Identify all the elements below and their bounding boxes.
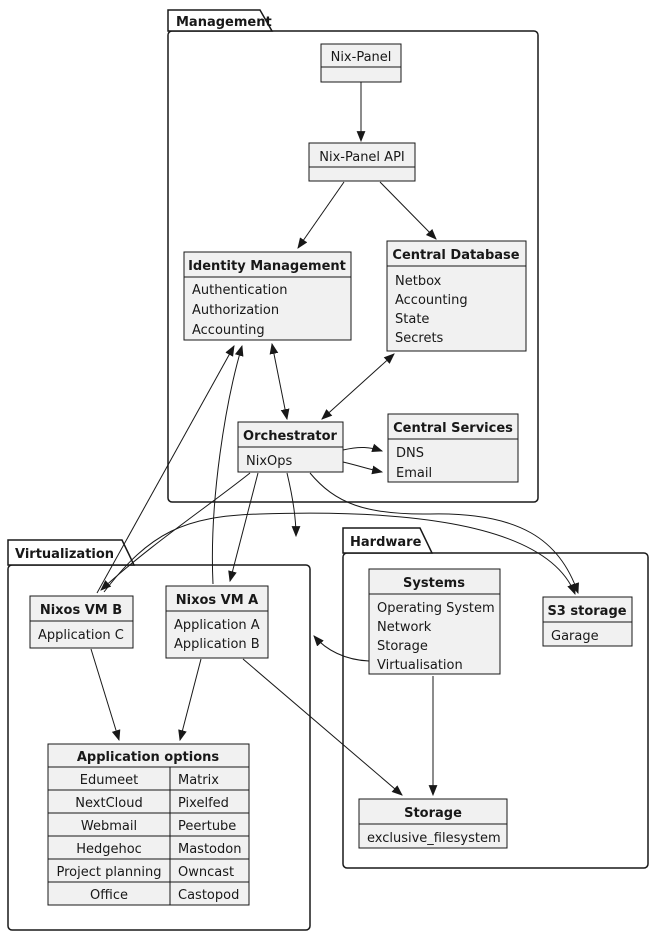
central-services-title: Central Services [393, 421, 513, 436]
nix-panel-api-box [308, 142, 416, 182]
nixos-vm-a-title: Nixos VM A [176, 593, 259, 608]
nix-panel-box [320, 43, 402, 83]
orchestrator-title: Orchestrator [243, 429, 338, 444]
node-central-services: Central Services DNS Email [387, 413, 519, 483]
central-database-field: State [395, 312, 429, 327]
application-options-cell: Owncast [178, 865, 234, 880]
nixos-vm-b-title: Nixos VM B [40, 603, 122, 618]
edge-orchestrator-to-s3storage [309, 472, 579, 595]
edge-orchestrator-to-virtualization [286, 472, 301, 538]
application-options-cell: Office [90, 888, 128, 903]
central-services-box [387, 413, 519, 483]
node-identity-management: Identity Management Authentication Autho… [183, 251, 352, 341]
edge-nixosvmb-to-identitymanagement [96, 345, 235, 594]
edge-nixosvma-to-identitymanagement [211, 344, 244, 585]
central-database-field: Netbox [395, 274, 442, 289]
node-storage: Storage exclusive_filesystem [358, 798, 508, 849]
identity-management-box [183, 251, 352, 341]
central-services-field: Email [396, 466, 432, 481]
application-options-cell: Webmail [81, 819, 137, 834]
application-options-cell: Mastodon [178, 842, 241, 857]
node-systems: Systems Operating System Network Storage… [368, 568, 501, 675]
edge-orchestrator-to-dns [342, 443, 384, 453]
systems-field: Virtualisation [377, 658, 463, 673]
edge-identitymanagement-orchestrator-bidirectional [269, 342, 290, 421]
node-nixos-vm-b: Nixos VM B Application C [29, 595, 134, 649]
application-options-cell: Castopod [178, 888, 239, 903]
application-options-cell: Peertube [178, 819, 236, 834]
nixos-vm-a-box [165, 585, 269, 659]
application-options-cell: Pixelfed [178, 796, 229, 811]
package-hardware-label: Hardware [350, 535, 422, 550]
application-options-cell: Hedgehoc [76, 842, 142, 857]
nixos-vm-b-box [29, 595, 134, 649]
central-database-box [386, 240, 527, 352]
application-options-cell: Project planning [56, 865, 161, 880]
application-options-cell: Edumeet [80, 773, 138, 788]
systems-box [368, 568, 501, 675]
application-options-box [47, 743, 250, 906]
identity-management-title: Identity Management [188, 259, 346, 274]
node-central-database: Central Database Netbox Accounting State… [386, 240, 527, 352]
edge-nixosvma-to-storage [242, 658, 403, 796]
nix-panel-title: Nix-Panel [331, 50, 392, 65]
orchestrator-field: NixOps [246, 454, 293, 469]
edge-systems-to-virtualization [313, 635, 370, 662]
node-nix-panel: Nix-Panel [320, 43, 402, 83]
package-hardware-tab [342, 527, 434, 554]
node-nix-panel-api: Nix-Panel API [308, 142, 416, 182]
edge-nixpanelapi-to-identitymanagement [297, 181, 345, 249]
systems-field: Network [377, 620, 432, 635]
systems-title: Systems [403, 576, 465, 591]
node-nixos-vm-a: Nixos VM A Application A Application B [165, 585, 269, 659]
package-management-tab [167, 9, 274, 32]
application-options-cell: Matrix [178, 773, 219, 788]
edge-orchestrator-to-nixosvma [228, 472, 259, 583]
central-database-field: Accounting [395, 293, 468, 308]
identity-management-field: Authentication [192, 283, 287, 298]
storage-title: Storage [404, 806, 462, 821]
package-management: Management [167, 9, 539, 503]
s3-storage-title: S3 storage [547, 604, 626, 619]
identity-management-field: Authorization [192, 303, 279, 318]
edge-nixosvmb-to-s3storage [103, 512, 576, 596]
storage-field: exclusive_filesystem [367, 831, 501, 846]
edge-nixosvma-to-appoptions [178, 658, 202, 742]
systems-field: Operating System [377, 601, 495, 616]
edge-orchestrator-to-email [342, 461, 384, 475]
s3-storage-field: Garage [551, 629, 599, 644]
central-services-field: DNS [396, 446, 424, 461]
central-database-field: Secrets [395, 331, 444, 346]
systems-field: Storage [377, 639, 428, 654]
package-management-body [167, 30, 539, 503]
application-options-title: Application options [77, 750, 220, 765]
node-orchestrator: Orchestrator NixOps [237, 421, 344, 473]
nixos-vm-a-field: Application B [174, 637, 260, 652]
package-virtualization-tab [7, 539, 136, 566]
package-virtualization-label: Virtualization [15, 547, 114, 562]
central-database-title: Central Database [392, 248, 519, 263]
nixos-vm-b-field: Application C [38, 628, 124, 643]
node-application-options: Application options Edumeet Matrix NextC… [47, 743, 250, 906]
nixos-vm-a-field: Application A [174, 618, 260, 633]
identity-management-field: Accounting [192, 323, 265, 338]
node-s3-storage: S3 storage Garage [542, 596, 633, 647]
edge-centraldatabase-orchestrator-bidirectional [321, 353, 395, 420]
edge-nixpanelapi-to-centraldatabase [379, 181, 437, 240]
nix-panel-api-title: Nix-Panel API [319, 150, 405, 165]
edge-nixosvmb-to-appoptions [90, 648, 121, 742]
application-options-cell: NextCloud [75, 796, 142, 811]
package-management-label: Management [176, 15, 272, 30]
